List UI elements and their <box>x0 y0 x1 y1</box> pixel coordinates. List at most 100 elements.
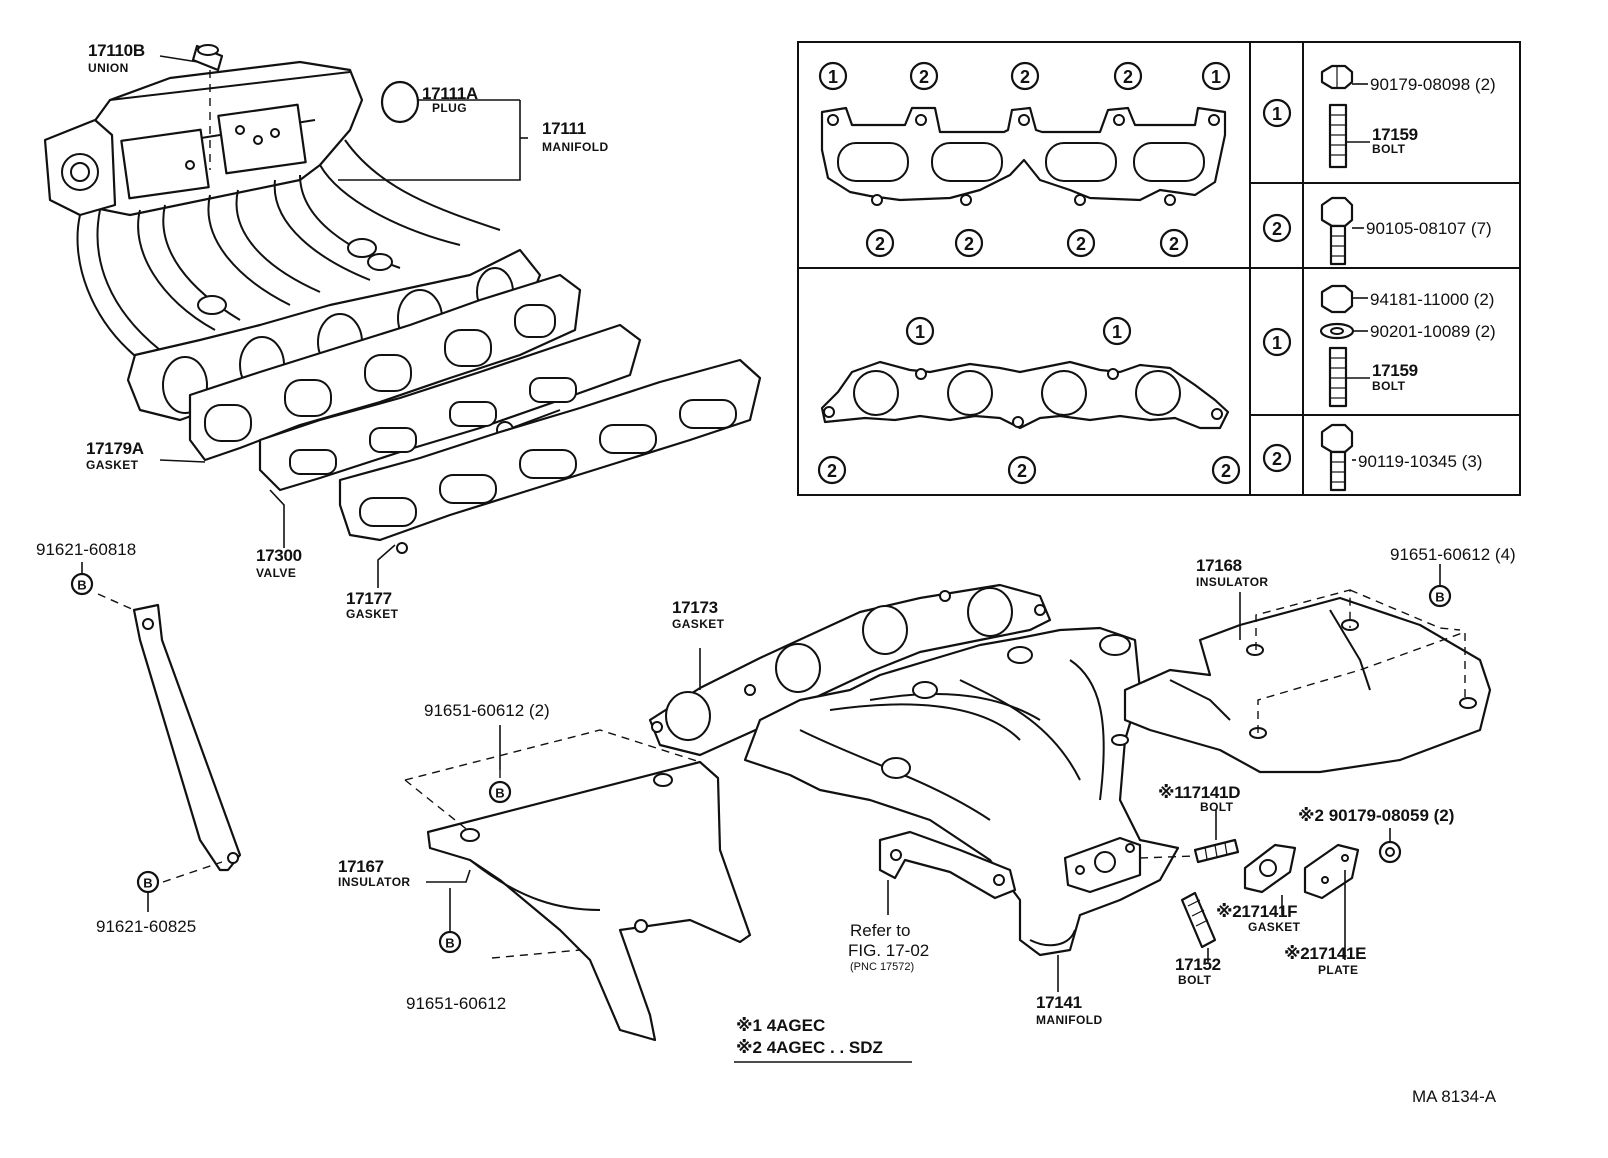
label-91621-60825: 91621-60825 <box>96 917 196 936</box>
bolt-reference-table: 90179-08098 (2) 17159 BOLT 90105-08107 (… <box>797 41 1521 496</box>
label-17111a: 17111A <box>422 84 478 103</box>
circled-number-6: 2 <box>865 228 895 258</box>
svg-text:2: 2 <box>919 67 929 87</box>
table-17159-b: 17159 <box>1372 361 1418 380</box>
label-17167: 17167 <box>338 857 384 876</box>
label-17141f: ※217141F <box>1216 902 1297 921</box>
svg-text:2: 2 <box>1272 219 1282 239</box>
label-manifold-intake: MANIFOLD <box>542 140 609 154</box>
svg-text:B: B <box>445 936 454 951</box>
drawing-code: MA 8134-A <box>1412 1087 1497 1106</box>
label-gasket-173: GASKET <box>672 617 725 631</box>
label-91651-60612: 91651-60612 <box>406 994 506 1013</box>
label-gasket-a: GASKET <box>86 458 139 472</box>
circled-number-10: 1 <box>905 316 935 346</box>
b-circle-insulator-bottom: B <box>438 930 462 954</box>
table-90119-10345: 90119-10345 (3) <box>1358 452 1482 471</box>
circled-number-8: 2 <box>1066 228 1096 258</box>
label-manifold-exhaust: MANIFOLD <box>1036 1013 1103 1027</box>
label-plate-e: PLATE <box>1318 963 1358 977</box>
part-labels: 17110B UNION 17111A PLUG 17111 MANIFOLD … <box>36 41 1516 1106</box>
exhaust-manifold-drawing <box>743 626 1180 992</box>
circled-number-11: 1 <box>1102 316 1132 346</box>
svg-text:2: 2 <box>1169 234 1179 254</box>
label-bolt-152: BOLT <box>1178 973 1212 987</box>
svg-text:2: 2 <box>1123 67 1133 87</box>
b-circle-bracket-bottom: B <box>136 870 160 894</box>
label-17177: 17177 <box>346 589 392 608</box>
svg-text:1: 1 <box>915 322 925 342</box>
small-parts-drawing <box>1139 810 1402 962</box>
svg-text:2: 2 <box>1017 461 1027 481</box>
insulator-17167-drawing <box>404 725 752 1042</box>
b-circle-insulator-top: B <box>488 780 512 804</box>
label-91651-60612-4: 91651-60612 (4) <box>1390 545 1516 564</box>
circled-number-16: 2 <box>1262 213 1292 243</box>
svg-text:B: B <box>1435 590 1444 605</box>
label-17110b: 17110B <box>88 41 145 60</box>
svg-text:2: 2 <box>1020 67 1030 87</box>
svg-text:1: 1 <box>1272 104 1282 124</box>
table-17159-a: 17159 <box>1372 125 1418 144</box>
circled-number-7: 2 <box>954 228 984 258</box>
svg-text:B: B <box>495 786 504 801</box>
label-insulator-168: INSULATOR <box>1196 575 1269 589</box>
gasket-17173-drawing <box>648 583 1052 757</box>
svg-text:2: 2 <box>964 234 974 254</box>
table-bolt-a: BOLT <box>1372 142 1406 156</box>
label-17141d: ※117141D <box>1158 783 1240 802</box>
label-union: UNION <box>88 61 129 75</box>
label-17111: 17111 <box>542 119 586 138</box>
label-17141: 17141 <box>1036 993 1082 1012</box>
circled-number-markers: 1 2 2 2 1 2 2 2 2 1 1 2 2 2 1 2 1 2 <box>817 61 1292 485</box>
svg-text:2: 2 <box>875 234 885 254</box>
label-pnc-17572: (PNC 17572) <box>850 961 914 973</box>
label-refer-to: Refer to <box>850 921 910 940</box>
label-plug: PLUG <box>432 101 467 115</box>
circled-number-12: 2 <box>817 455 847 485</box>
circled-number-3: 2 <box>1010 61 1040 91</box>
valve-17300-drawing <box>258 323 642 492</box>
label-17300: 17300 <box>256 546 302 565</box>
label-17141e: ※217141E <box>1284 944 1366 963</box>
circled-number-14: 2 <box>1211 455 1241 485</box>
label-91651-60612-2: 91651-60612 (2) <box>424 701 550 720</box>
gasket-17177-drawing <box>338 358 762 554</box>
intake-manifold-drawing <box>43 60 542 422</box>
circled-number-1: 1 <box>818 61 848 91</box>
svg-text:1: 1 <box>1272 333 1282 353</box>
table-94181-11000: 94181-11000 (2) <box>1370 290 1494 309</box>
svg-text:1: 1 <box>1211 67 1221 87</box>
table-90201-10089: 90201-10089 (2) <box>1370 322 1496 341</box>
gasket-17179a-drawing <box>188 273 582 462</box>
svg-text:2: 2 <box>1272 449 1282 469</box>
svg-text:B: B <box>143 876 152 891</box>
label-90179-08059: ※2 90179-08059 (2) <box>1298 806 1454 825</box>
label-17179a: 17179A <box>86 439 144 458</box>
label-91621-60818: 91621-60818 <box>36 540 136 559</box>
table-90105-08107: 90105-08107 (7) <box>1366 219 1492 238</box>
circled-number-9: 2 <box>1159 228 1189 258</box>
union-part <box>191 44 224 72</box>
intake-leaders <box>159 55 528 588</box>
circled-number-4: 2 <box>1113 61 1143 91</box>
note-2: ※2 4AGEC . . SDZ <box>736 1038 883 1057</box>
circled-number-17: 1 <box>1262 327 1292 357</box>
insulator-17168-drawing <box>1123 564 1492 774</box>
b-circle-markers: B B B B B <box>70 572 1452 954</box>
circled-number-18: 2 <box>1262 443 1292 473</box>
svg-text:B: B <box>77 578 86 593</box>
circled-number-2: 2 <box>909 61 939 91</box>
bracket-drawing <box>81 562 242 912</box>
svg-text:2: 2 <box>1076 234 1086 254</box>
table-90179-08098: 90179-08098 (2) <box>1370 75 1496 94</box>
label-17173: 17173 <box>672 598 718 617</box>
note-1: ※1 4AGEC <box>736 1016 825 1035</box>
svg-text:2: 2 <box>1221 461 1231 481</box>
svg-text:1: 1 <box>1112 322 1122 342</box>
plug-part <box>380 80 420 124</box>
label-17152: 17152 <box>1175 955 1221 974</box>
b-circle-insulator-right: B <box>1428 584 1452 608</box>
b-circle-bracket-top: B <box>70 572 94 596</box>
